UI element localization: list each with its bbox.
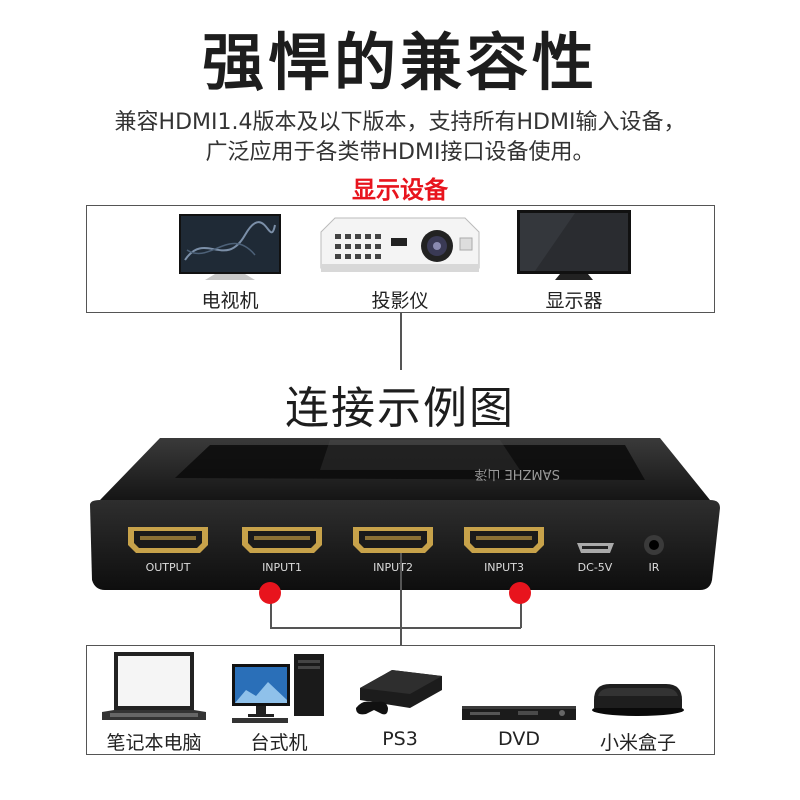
desktop-icon — [232, 654, 324, 723]
source-device-label: 笔记本电脑 — [106, 732, 202, 754]
ps3-icon — [356, 670, 442, 715]
source-device-label: 小米盒子 — [599, 732, 676, 754]
xiaomi-box-icon — [592, 684, 684, 716]
source-device-dvd: DVD — [458, 650, 580, 750]
brand-text: SAMZHE 山泽 — [474, 466, 560, 481]
dvd-icon — [462, 706, 576, 720]
source-device-label: DVD — [498, 728, 540, 750]
port-label-input1: INPUT1 — [262, 561, 302, 574]
source-device-desktop: 台式机 — [226, 650, 332, 754]
hdmi-input2-port — [353, 527, 433, 553]
display-device-tv: 电视机 — [175, 210, 285, 312]
display-device-label: 显示器 — [545, 290, 603, 312]
connector-line-center — [400, 553, 402, 645]
display-device-label: 电视机 — [201, 290, 259, 312]
connector-line-top — [400, 313, 402, 370]
display-device-monitor: 显示器 — [515, 210, 633, 312]
port-label-ir: IR — [649, 561, 660, 574]
hdmi-input3-port — [464, 527, 544, 553]
input3-indicator-dot — [509, 582, 531, 604]
source-device-laptop: 笔记本电脑 — [98, 650, 210, 754]
hdmi-switch-device: SAMZHE 山泽 OUTPUT INPUT1 INPUT2 INPUT3 DC… — [90, 438, 720, 590]
monitor-icon — [517, 210, 631, 280]
projector-icon — [320, 217, 480, 272]
display-device-projector: 投影仪 — [315, 210, 485, 312]
tv-icon — [179, 214, 281, 280]
source-device-label: 台式机 — [250, 732, 308, 754]
hdmi-output-port — [128, 527, 208, 553]
connector-line-left — [270, 600, 272, 628]
description-line-2: 广泛应用于各类带HDMI接口设备使用。 — [205, 140, 595, 165]
port-label-input2: INPUT2 — [373, 561, 413, 574]
laptop-icon — [102, 652, 206, 720]
source-device-label: PS3 — [382, 728, 418, 750]
port-label-input3: INPUT3 — [484, 561, 524, 574]
display-device-label: 投影仪 — [371, 290, 429, 312]
source-device-xiaomi-box: 小米盒子 — [588, 650, 688, 754]
input1-indicator-dot — [259, 582, 281, 604]
page-title: 强悍的兼容性 — [201, 26, 598, 99]
description-line-1: 兼容HDMI1.4版本及以下版本，支持所有HDMI输入设备， — [114, 110, 686, 135]
source-device-ps3: PS3 — [352, 650, 448, 750]
hdmi-input1-port — [242, 527, 322, 553]
display-section-label: 显示设备 — [352, 176, 448, 204]
port-label-dc: DC-5V — [578, 561, 613, 574]
connector-line-right — [520, 600, 522, 628]
port-label-output: OUTPUT — [146, 561, 191, 574]
ir-port — [644, 535, 664, 555]
connector-line-horizontal — [270, 627, 521, 629]
connection-title: 连接示例图 — [285, 383, 515, 434]
micro-usb-port — [577, 543, 614, 553]
